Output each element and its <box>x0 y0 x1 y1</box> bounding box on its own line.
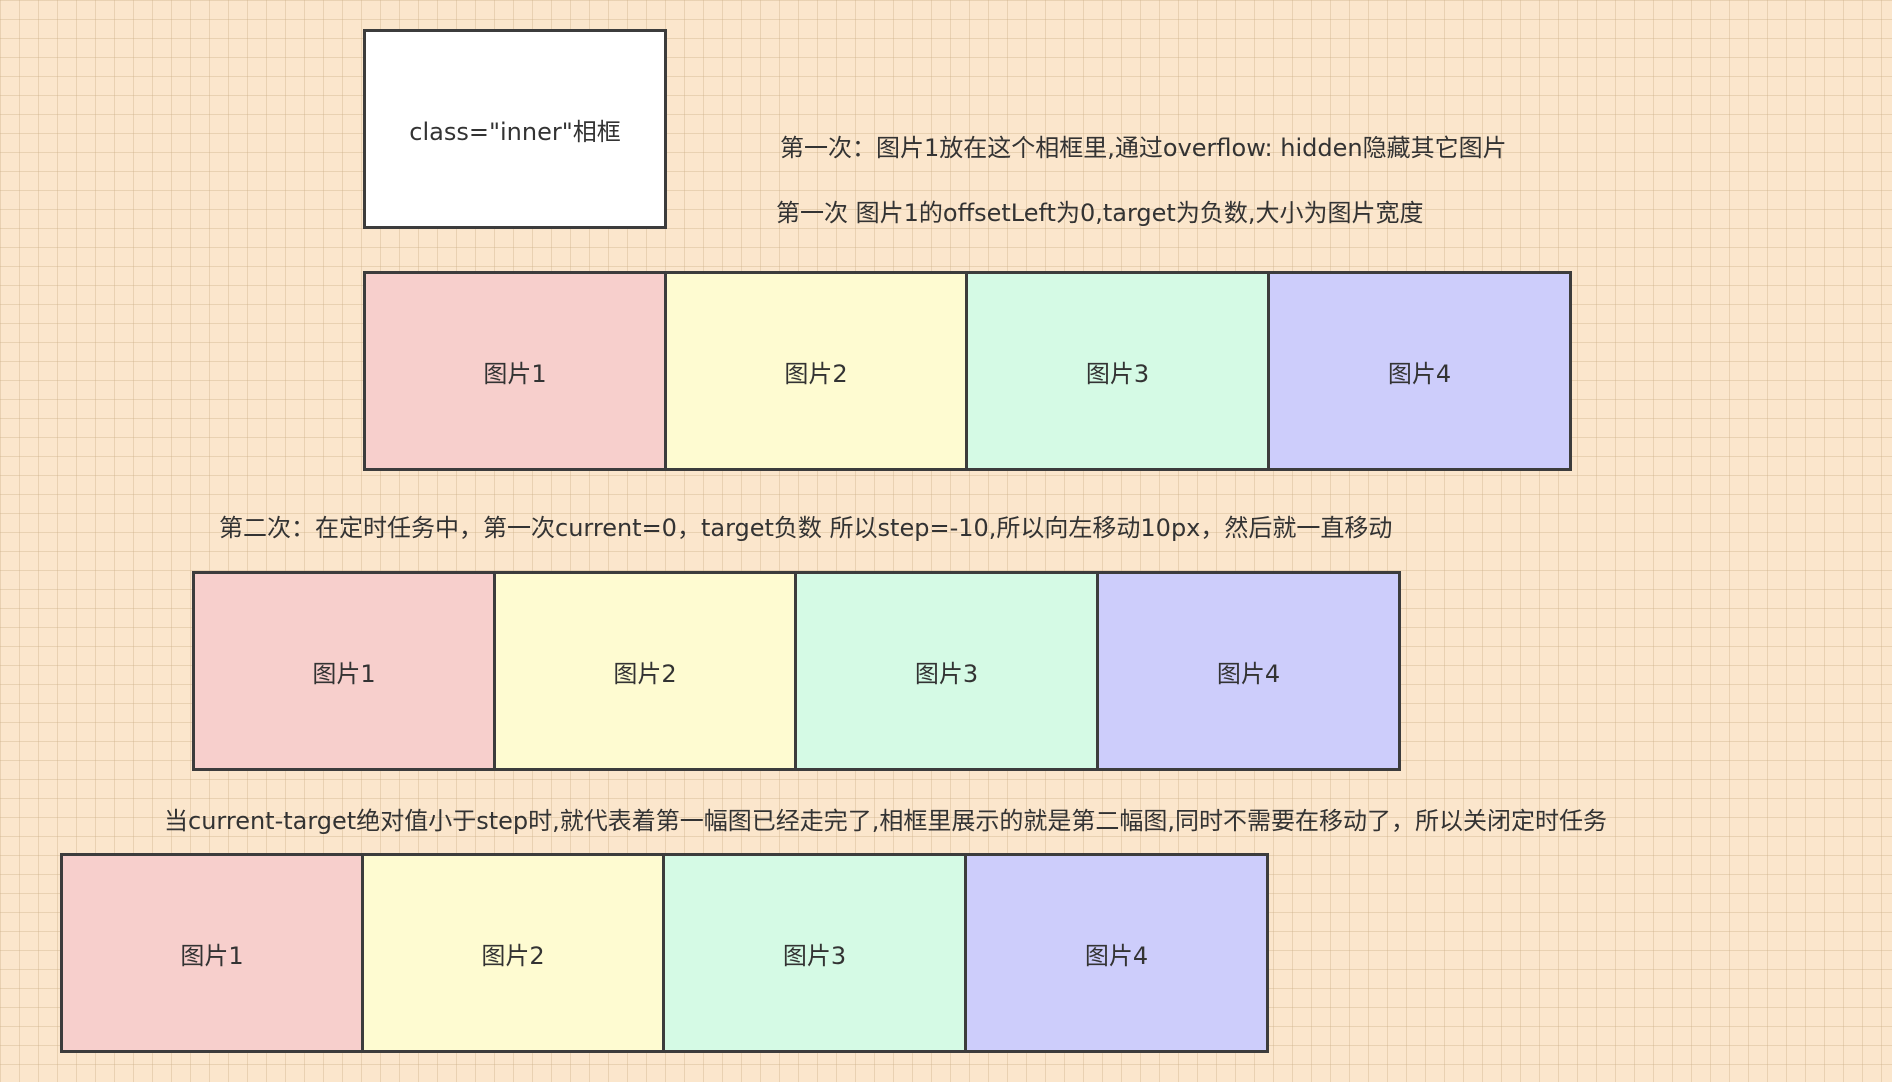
image-1-box: 图片1 <box>363 271 667 471</box>
inner-frame: class="inner"相框 <box>363 29 667 229</box>
image-2-label: 图片2 <box>481 941 545 970</box>
image-2-box: 图片2 <box>493 571 797 771</box>
image-4-label: 图片4 <box>1387 359 1452 388</box>
image-strip-step-3: 图片1 图片2 图片3 图片4 <box>60 853 1270 1053</box>
image-1-label: 图片1 <box>180 941 244 970</box>
image-4-box: 图片4 <box>1096 571 1401 771</box>
image-4-label: 图片4 <box>1084 941 1149 970</box>
image-1-label: 图片1 <box>483 359 547 388</box>
image-strip-step-1: 图片1 图片2 图片3 图片4 <box>363 271 1573 471</box>
image-1-label: 图片1 <box>312 659 376 688</box>
image-3-box: 图片3 <box>662 853 967 1053</box>
image-4-label: 图片4 <box>1216 659 1281 688</box>
image-2-label: 图片2 <box>784 359 848 388</box>
note-first-a: 第一次：图片1放在这个相框里,通过overflow: hidden隐藏其它图片 <box>780 134 1507 162</box>
image-1-box: 图片1 <box>192 571 496 771</box>
image-3-label: 图片3 <box>1085 359 1150 388</box>
image-4-box: 图片4 <box>964 853 1269 1053</box>
image-4-box: 图片4 <box>1267 271 1572 471</box>
note-second: 第二次：在定时任务中，第一次current=0，target负数 所以step=… <box>219 514 1393 542</box>
image-strip-step-2: 图片1 图片2 图片3 图片4 <box>192 571 1402 771</box>
image-3-label: 图片3 <box>782 941 847 970</box>
note-first-b: 第一次 图片1的offsetLeft为0,target为负数,大小为图片宽度 <box>776 199 1424 227</box>
image-3-box: 图片3 <box>965 271 1270 471</box>
image-3-label: 图片3 <box>914 659 979 688</box>
image-2-label: 图片2 <box>613 659 677 688</box>
image-2-box: 图片2 <box>361 853 665 1053</box>
inner-frame-label: class="inner"相框 <box>409 117 621 146</box>
image-2-box: 图片2 <box>664 271 968 471</box>
note-third: 当current-target绝对值小于step时,就代表着第一幅图已经走完了,… <box>164 807 1608 835</box>
image-1-box: 图片1 <box>60 853 364 1053</box>
image-3-box: 图片3 <box>794 571 1099 771</box>
